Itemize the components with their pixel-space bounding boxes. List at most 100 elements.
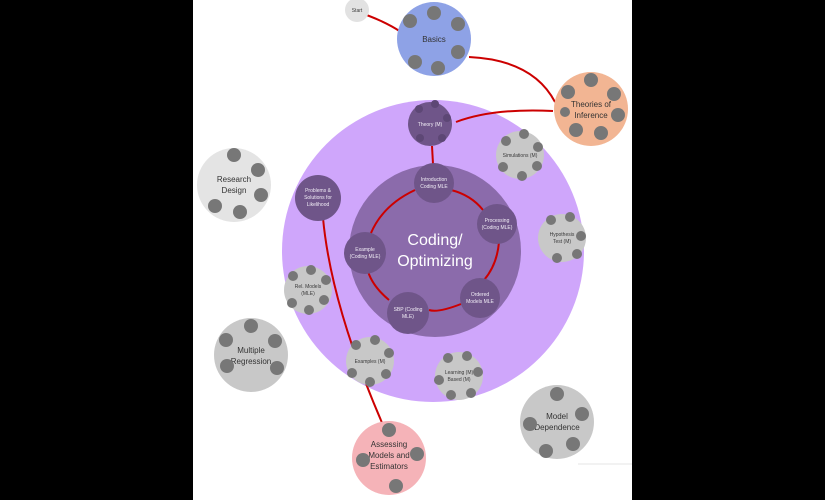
node-examples-subtopic[interactable] bbox=[384, 348, 394, 358]
node-simulations-subtopic[interactable] bbox=[519, 129, 529, 139]
node-learning-subtopic[interactable] bbox=[466, 388, 476, 398]
node-theories-subtopic[interactable] bbox=[569, 123, 583, 137]
node-research-design[interactable]: Research Design bbox=[197, 148, 271, 222]
node-multiple-regression-subtopic[interactable] bbox=[268, 334, 282, 348]
node-research-design-subtopic[interactable] bbox=[251, 163, 265, 177]
node-problems-label-2: Solutions for bbox=[304, 195, 332, 201]
node-research-design-subtopic[interactable] bbox=[227, 148, 241, 162]
node-sbp-coding-mle[interactable]: SBP (Coding MLE) bbox=[387, 292, 429, 334]
node-rel-models-subtopic[interactable] bbox=[304, 305, 314, 315]
node-rel-models-label-1: Rel. Models bbox=[295, 284, 322, 290]
node-theory[interactable]: Theory (M) bbox=[408, 100, 452, 146]
node-learning-subtopic[interactable] bbox=[443, 353, 453, 363]
node-problems-circle[interactable] bbox=[295, 175, 341, 221]
node-start[interactable]: Start bbox=[345, 0, 369, 22]
node-multiple-regression-label-1: Multiple bbox=[237, 346, 265, 355]
node-assessing-subtopic[interactable] bbox=[382, 423, 396, 437]
node-example-circle[interactable] bbox=[344, 232, 386, 274]
node-rel-models-subtopic[interactable] bbox=[319, 295, 329, 305]
node-multiple-regression-subtopic[interactable] bbox=[220, 359, 234, 373]
node-theories-subtopic[interactable] bbox=[560, 107, 570, 117]
node-problems-solutions[interactable]: Problems & Solutions for Likelihood bbox=[295, 175, 341, 221]
node-ordered-models-mle[interactable]: Ordered Models MLE bbox=[460, 278, 500, 318]
node-assessing-subtopic[interactable] bbox=[410, 447, 424, 461]
node-model-dependence-subtopic[interactable] bbox=[566, 437, 580, 451]
node-assessing-models[interactable]: Assessing Models and Estimators bbox=[352, 421, 426, 495]
node-assessing-circle[interactable] bbox=[352, 421, 426, 495]
node-example-coding-mle[interactable]: Example (Coding MLE) bbox=[344, 232, 386, 274]
node-simulations-subtopic[interactable] bbox=[501, 136, 511, 146]
edge-ordered-sbp bbox=[428, 303, 462, 312]
node-theory-subtopic[interactable] bbox=[443, 114, 451, 122]
node-theories-subtopic[interactable] bbox=[594, 126, 608, 140]
node-learning-subtopic[interactable] bbox=[446, 390, 456, 400]
node-processing-circle[interactable] bbox=[477, 204, 517, 244]
node-theory-subtopic[interactable] bbox=[415, 105, 423, 113]
node-basics-subtopic[interactable] bbox=[451, 45, 465, 59]
node-intro-coding-mle[interactable]: Introduction Coding MLE bbox=[414, 163, 454, 203]
node-learning-subtopic[interactable] bbox=[473, 367, 483, 377]
node-hypothesis-test[interactable]: Hypothesis Test (M) bbox=[538, 212, 586, 263]
node-model-dependence-subtopic[interactable] bbox=[575, 407, 589, 421]
node-processing-coding-mle[interactable]: Processing (Coding MLE) bbox=[477, 204, 517, 244]
node-simulations[interactable]: Simulations (M) bbox=[496, 129, 544, 181]
node-intro-circle[interactable] bbox=[414, 163, 454, 203]
node-multiple-regression-subtopic[interactable] bbox=[219, 333, 233, 347]
node-research-design-subtopic[interactable] bbox=[208, 199, 222, 213]
node-basics-subtopic[interactable] bbox=[451, 17, 465, 31]
node-hypothesis-subtopic[interactable] bbox=[572, 249, 582, 259]
node-rel-models-subtopic[interactable] bbox=[288, 271, 298, 281]
node-theories-subtopic[interactable] bbox=[607, 87, 621, 101]
node-research-design-subtopic[interactable] bbox=[254, 188, 268, 202]
node-hypothesis-subtopic[interactable] bbox=[576, 231, 586, 241]
node-simulations-subtopic[interactable] bbox=[532, 161, 542, 171]
node-multiple-regression[interactable]: Multiple Regression bbox=[214, 318, 288, 392]
node-basics-subtopic[interactable] bbox=[403, 14, 417, 28]
node-theories-of-inference[interactable]: Theories of Inference bbox=[554, 72, 628, 146]
node-research-design-subtopic[interactable] bbox=[233, 205, 247, 219]
node-start-circle[interactable] bbox=[345, 0, 369, 22]
node-processing-label-1: Processing bbox=[485, 218, 510, 224]
node-theories-subtopic[interactable] bbox=[611, 108, 625, 122]
node-model-dependence[interactable]: Model Dependence bbox=[520, 385, 594, 459]
node-simulations-subtopic[interactable] bbox=[533, 142, 543, 152]
node-basics-subtopic[interactable] bbox=[431, 61, 445, 75]
node-model-dependence-subtopic[interactable] bbox=[539, 444, 553, 458]
node-examples-subtopic[interactable] bbox=[365, 377, 375, 387]
node-sbp-circle[interactable] bbox=[387, 292, 429, 334]
node-learning-subtopic[interactable] bbox=[462, 351, 472, 361]
node-basics-subtopic[interactable] bbox=[427, 6, 441, 20]
node-learning[interactable]: Learning (M) Based (M) bbox=[434, 351, 483, 400]
node-theories-subtopic[interactable] bbox=[584, 73, 598, 87]
node-model-dependence-subtopic[interactable] bbox=[550, 387, 564, 401]
node-hypothesis-subtopic[interactable] bbox=[552, 253, 562, 263]
node-examples[interactable]: Examples (M) bbox=[346, 335, 394, 387]
node-assessing-subtopic[interactable] bbox=[389, 479, 403, 493]
node-learning-subtopic[interactable] bbox=[434, 375, 444, 385]
node-assessing-subtopic[interactable] bbox=[356, 453, 370, 467]
node-basics-subtopic[interactable] bbox=[408, 55, 422, 69]
node-multiple-regression-subtopic[interactable] bbox=[270, 361, 284, 375]
node-model-dependence-subtopic[interactable] bbox=[523, 417, 537, 431]
node-theories-subtopic[interactable] bbox=[561, 85, 575, 99]
node-intro-label-1: Introduction bbox=[421, 177, 447, 183]
node-examples-subtopic[interactable] bbox=[351, 340, 361, 350]
node-multiple-regression-subtopic[interactable] bbox=[244, 319, 258, 333]
node-rel-models[interactable]: Rel. Models (MLE) bbox=[284, 265, 332, 315]
node-examples-subtopic[interactable] bbox=[347, 368, 357, 378]
node-rel-models-subtopic[interactable] bbox=[321, 275, 331, 285]
node-theory-subtopic[interactable] bbox=[438, 134, 446, 142]
node-rel-models-subtopic[interactable] bbox=[287, 298, 297, 308]
node-hypothesis-subtopic[interactable] bbox=[565, 212, 575, 222]
node-examples-subtopic[interactable] bbox=[370, 335, 380, 345]
node-basics[interactable]: Basics bbox=[397, 2, 471, 76]
node-simulations-subtopic[interactable] bbox=[498, 162, 508, 172]
node-theory-subtopic[interactable] bbox=[431, 100, 439, 108]
node-hypothesis-subtopic[interactable] bbox=[546, 215, 556, 225]
node-rel-models-subtopic[interactable] bbox=[306, 265, 316, 275]
node-examples-subtopic[interactable] bbox=[381, 369, 391, 379]
node-simulations-subtopic[interactable] bbox=[517, 171, 527, 181]
node-multiple-regression-circle[interactable] bbox=[214, 318, 288, 392]
node-ordered-circle[interactable] bbox=[460, 278, 500, 318]
node-theory-subtopic[interactable] bbox=[416, 134, 424, 142]
